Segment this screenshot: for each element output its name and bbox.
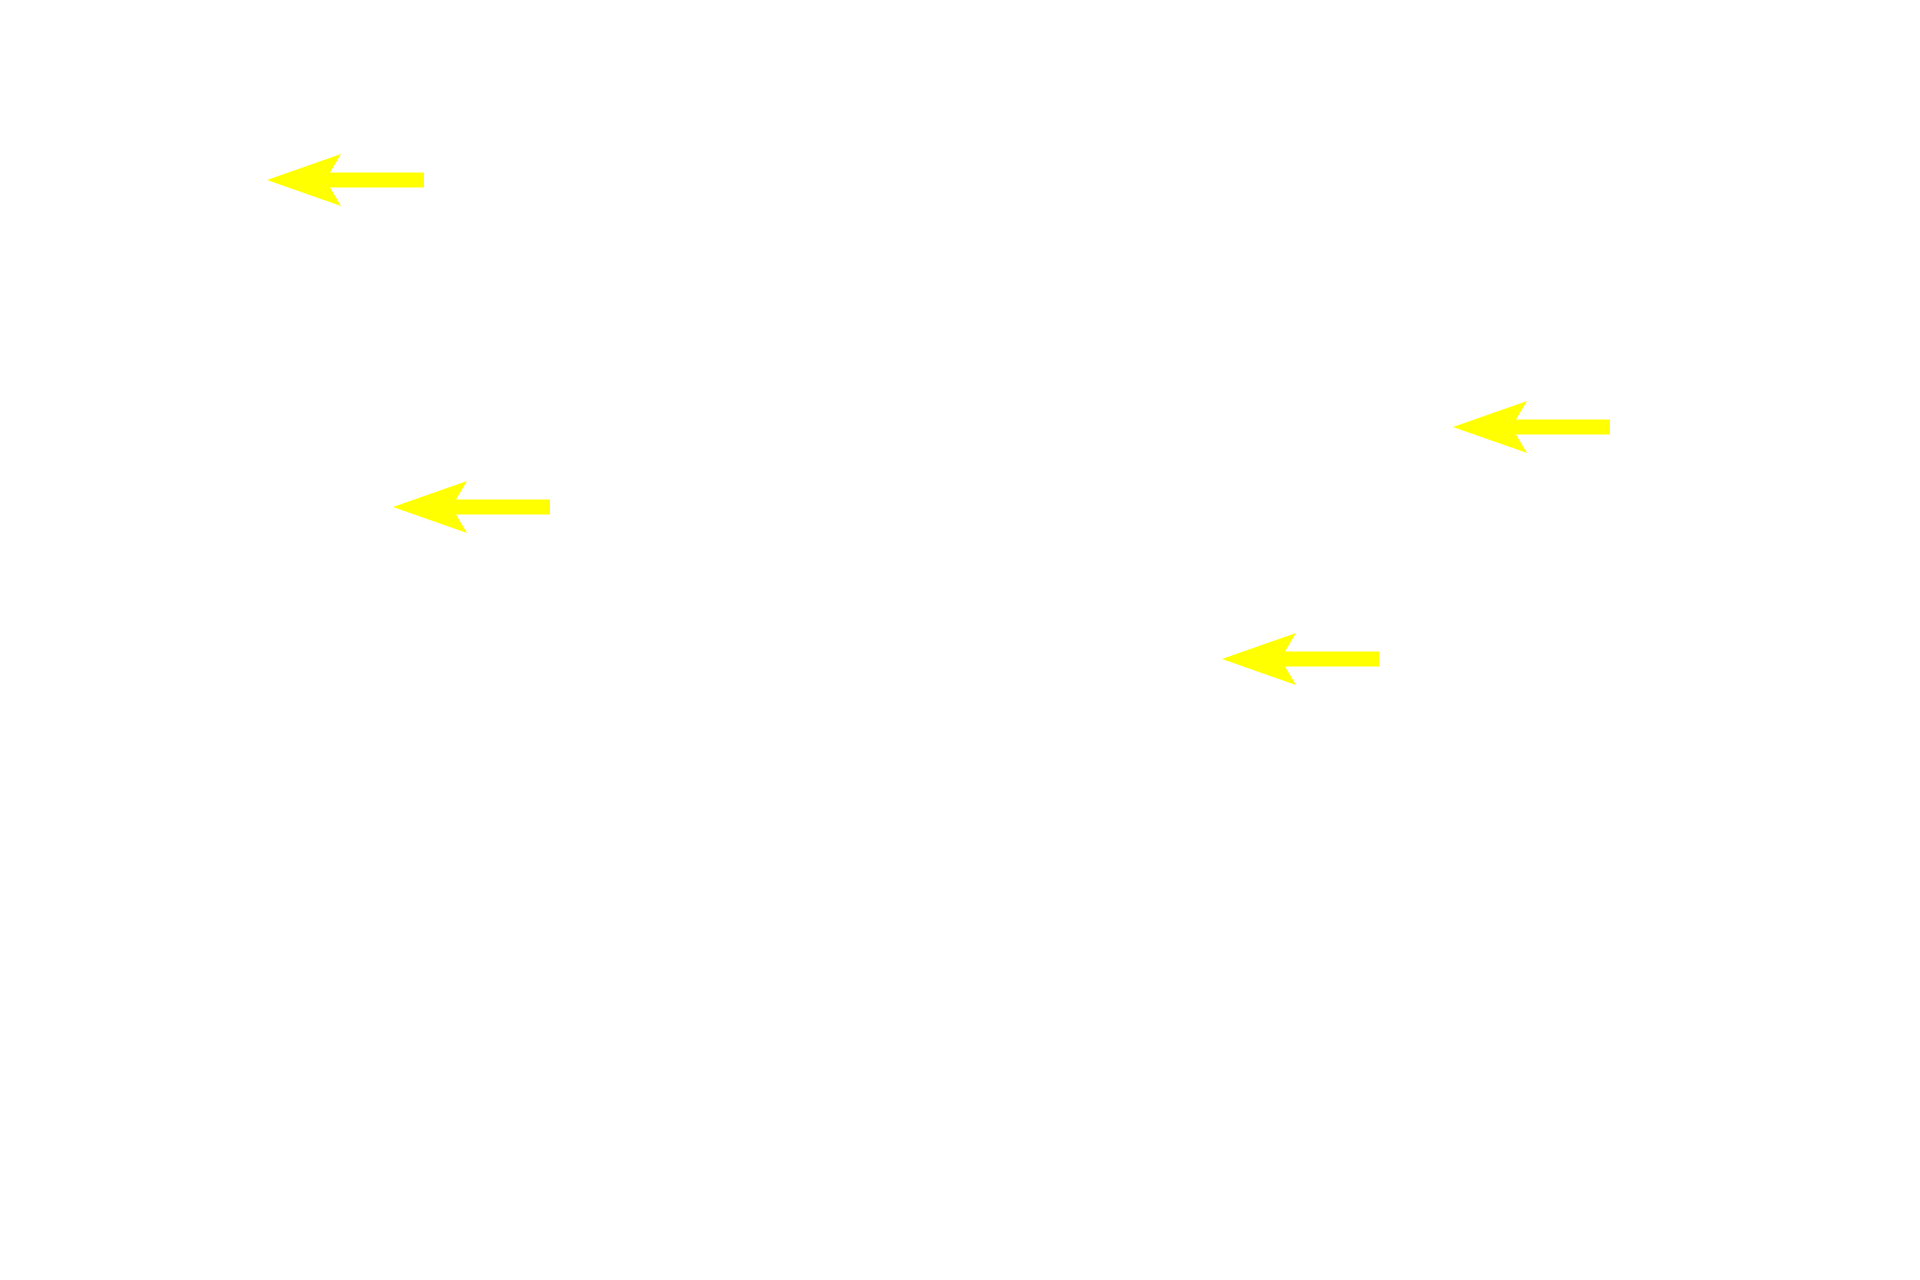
- arrow-left-icon: [1222, 633, 1379, 685]
- arrow-left-icon: [393, 481, 550, 533]
- arrow-left-icon: [1453, 401, 1610, 453]
- arrow-left-icon: [267, 154, 424, 206]
